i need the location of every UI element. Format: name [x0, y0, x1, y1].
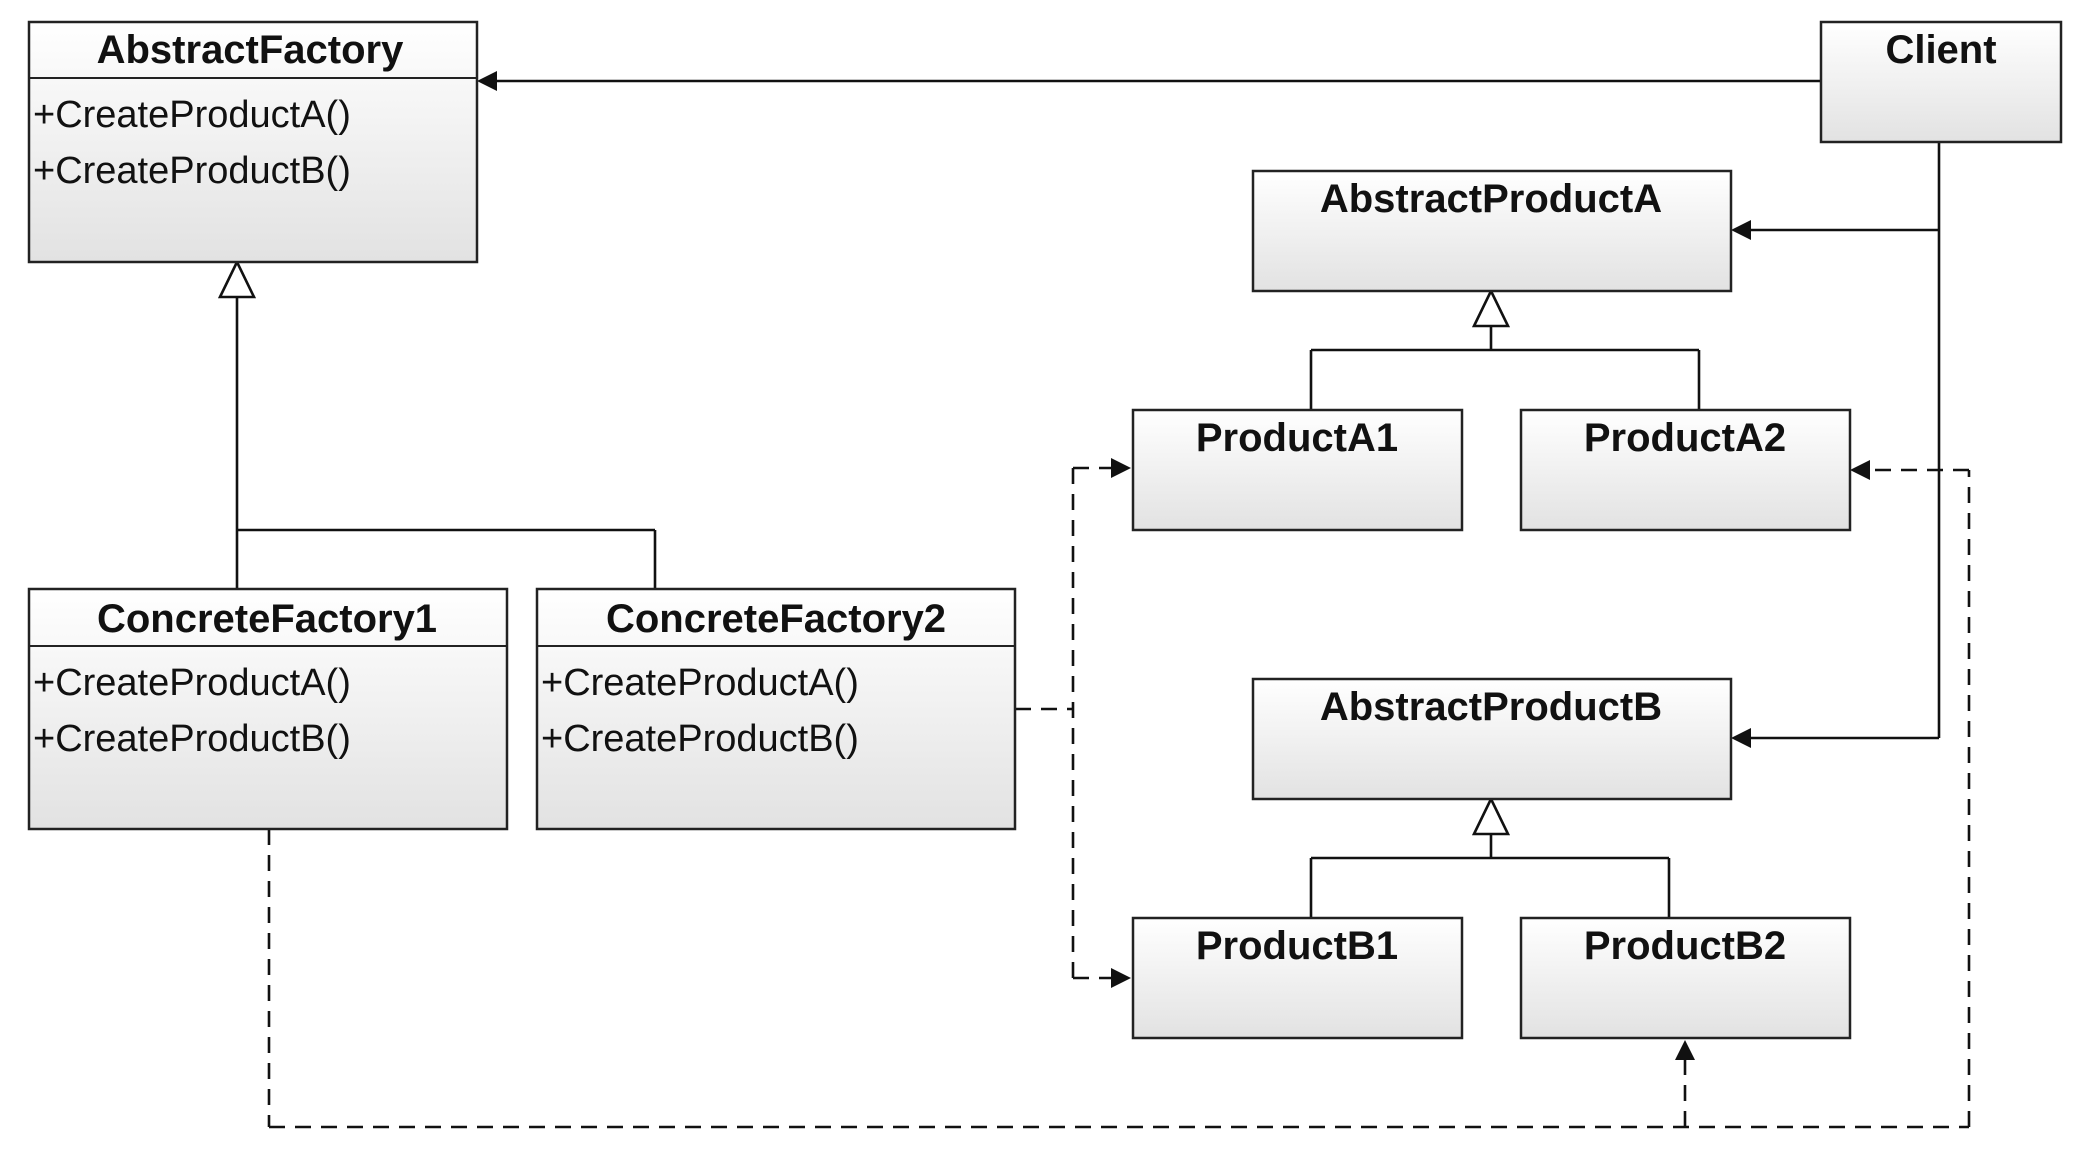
operation: +CreateProductA()	[33, 94, 351, 136]
hollow-triangle-arrowhead	[217, 259, 257, 299]
generalization-concretefactories-abstractfactory	[217, 259, 657, 589]
class-name: AbstractFactory	[97, 28, 405, 72]
class-name: AbstractProductA	[1320, 177, 1662, 221]
operation: +CreateProductA()	[541, 662, 859, 704]
class-name: AbstractProductB	[1320, 685, 1662, 729]
arrowhead-filled	[1850, 460, 1870, 480]
arrowhead-filled	[1111, 458, 1131, 478]
class-client[interactable]: Client	[1819, 20, 2063, 144]
class-abstract-product-b[interactable]: AbstractProductB	[1251, 677, 1733, 801]
generalization-productsb-abstractproductb	[1309, 796, 1671, 918]
class-product-b1[interactable]: ProductB1	[1131, 916, 1464, 1040]
arrowhead-filled	[1731, 220, 1751, 240]
class-product-b2[interactable]: ProductB2	[1519, 916, 1852, 1040]
arrowhead-filled	[1675, 1040, 1695, 1060]
class-name: ProductA1	[1196, 416, 1398, 460]
class-name: ConcreteFactory2	[606, 597, 946, 641]
generalization-productsa-abstractproducta	[1309, 288, 1701, 410]
class-concrete-factory2[interactable]: ConcreteFactory2 +CreateProductA() +Crea…	[535, 587, 1017, 831]
association-client-abstractproducts	[1731, 142, 1941, 748]
dependency-concretefactory1-productsa2b2	[267, 460, 1971, 1129]
class-product-a2[interactable]: ProductA2	[1519, 408, 1852, 532]
operation: +CreateProductB()	[541, 718, 859, 760]
class-abstract-product-a[interactable]: AbstractProductA	[1251, 169, 1733, 293]
class-product-a1[interactable]: ProductA1	[1131, 408, 1464, 532]
hollow-triangle-arrowhead	[1471, 288, 1511, 328]
arrowhead-filled	[1111, 968, 1131, 988]
class-name: Client	[1885, 28, 1996, 72]
relations-layer	[217, 71, 1971, 1129]
arrowhead-filled	[1731, 728, 1751, 748]
operation: +CreateProductB()	[33, 718, 351, 760]
class-name: ProductB1	[1196, 924, 1398, 968]
class-concrete-factory1[interactable]: ConcreteFactory1 +CreateProductA() +Crea…	[27, 587, 509, 831]
dependency-concretefactory2-productsa1b1	[1015, 458, 1131, 988]
class-name: ProductB2	[1584, 924, 1786, 968]
operation: +CreateProductA()	[33, 662, 351, 704]
association-client-abstractfactory	[477, 71, 1821, 91]
class-name: ConcreteFactory1	[97, 597, 437, 641]
arrowhead-filled	[477, 71, 497, 91]
operation: +CreateProductB()	[33, 150, 351, 192]
class-abstract-factory[interactable]: AbstractFactory +CreateProductA() +Creat…	[27, 20, 479, 264]
class-name: ProductA2	[1584, 416, 1786, 460]
hollow-triangle-arrowhead	[1471, 796, 1511, 836]
